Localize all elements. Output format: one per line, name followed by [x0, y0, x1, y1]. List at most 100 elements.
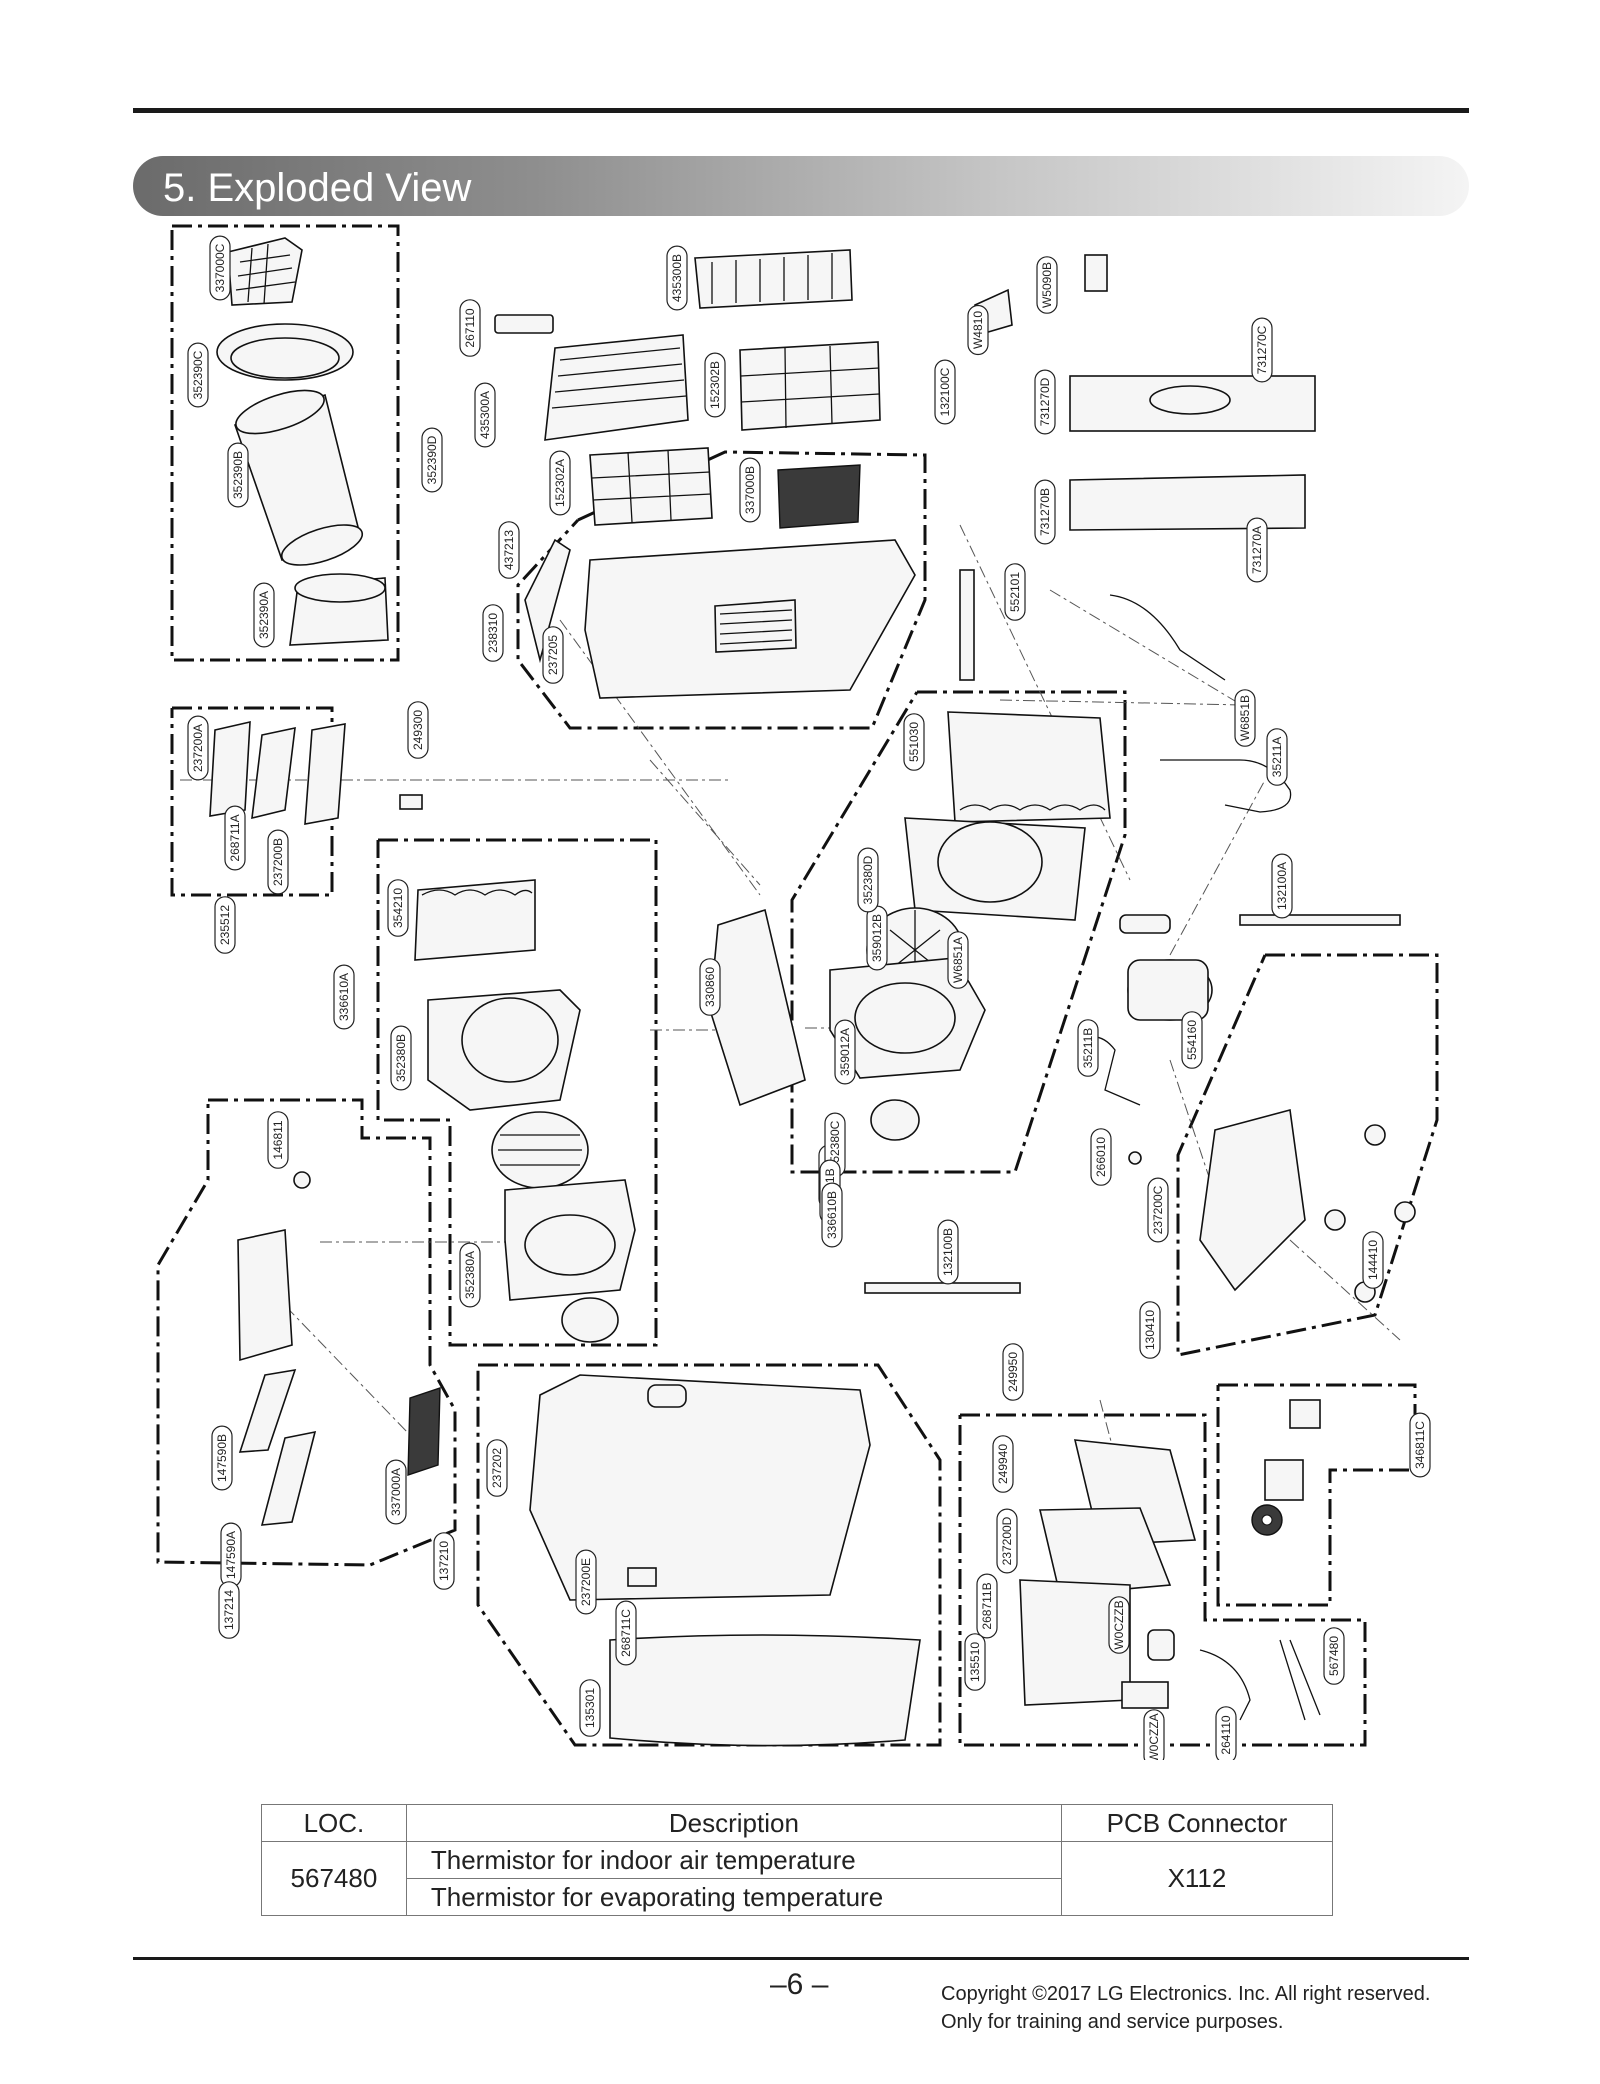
pcb-holder-c-part [304, 723, 346, 825]
part-label: 437213 [498, 521, 520, 579]
part-label-text: 147590A [224, 1531, 238, 1579]
brace-b-part [864, 1282, 1021, 1294]
part-label-text: 144410 [1366, 1240, 1380, 1280]
part-label: 352380B [390, 1025, 412, 1091]
part-label: 567480 [1323, 1627, 1345, 1685]
part-label-bubble [903, 713, 925, 771]
part-label-bubble [474, 382, 496, 448]
lower-filter-b-part [739, 341, 881, 431]
group-outline-base [1176, 953, 1439, 1357]
part-label: 552101 [1004, 563, 1026, 621]
base-pan-part [1199, 1108, 1306, 1292]
part-label-text: 359012B [870, 914, 884, 962]
part-label: 152302B [704, 352, 726, 418]
part-label: 352390C [187, 342, 209, 408]
part-label-text: 35211B [1081, 1028, 1095, 1068]
part-label: 336610A [333, 964, 355, 1030]
group-outline-pcb-holders [170, 706, 334, 897]
part-label: 731270A [1246, 517, 1268, 583]
part-label-bubble [857, 847, 879, 913]
part-label-bubble [333, 964, 355, 1030]
part-label-text: 336610B [825, 1191, 839, 1239]
part-label-text: 264110 [1219, 1715, 1233, 1754]
part-label: 152302A [549, 450, 571, 516]
part-label-text: 130410 [1143, 1310, 1157, 1350]
part-label-text: 132100C [938, 367, 952, 416]
part-label-bubble [486, 1439, 508, 1497]
part-label: 132100B [937, 1219, 959, 1285]
part-label-bubble [209, 235, 231, 301]
group-outline-drain [1216, 1383, 1417, 1607]
caster-a-part [1364, 1124, 1386, 1146]
part-label-text: 352380B [394, 1034, 408, 1082]
part-label-text: 235512 [218, 905, 232, 945]
part-label-text: W5090B [1040, 262, 1054, 308]
part-label-bubble [704, 352, 726, 418]
part-label: 337000C [209, 235, 231, 301]
table-row: Thermistor for evaporating temperature [262, 1878, 1333, 1916]
part-label-text: 237202 [490, 1448, 504, 1488]
part-label-text: 437213 [502, 530, 516, 570]
part-label: 237202 [486, 1439, 508, 1497]
part-label-text: 352380C [828, 1120, 842, 1169]
grille-mesh-part [407, 1387, 441, 1476]
part-label-text: 146811 [271, 1120, 285, 1159]
part-label: 352380D [857, 847, 879, 913]
pcb-holder-b-part [251, 726, 296, 820]
part-label-text: 268711A [228, 814, 242, 861]
part-label: 352390D [421, 427, 443, 493]
part-label-bubble [214, 896, 236, 954]
part-label: 352390A [253, 582, 275, 648]
condenser-coil-part [414, 879, 536, 961]
part-label-bubble [615, 1600, 637, 1666]
part-label: 267110 [459, 299, 481, 357]
section-banner: 5. Exploded View [133, 156, 1469, 216]
part-label: 147590A [220, 1522, 242, 1588]
description-cell: Thermistor for evaporating temperature [405, 1878, 1062, 1916]
drain-pump-part [1289, 1399, 1321, 1429]
part-label-bubble [1234, 689, 1256, 747]
part-label: W0CZZB [1108, 1596, 1130, 1654]
part-label-bubble [1246, 517, 1268, 583]
part-label-text: W6851A [951, 937, 965, 983]
part-label-text: 268711B [980, 1582, 994, 1629]
part-label: 147590B [211, 1425, 233, 1491]
part-label: 359012A [834, 1019, 856, 1085]
connector-part [399, 794, 423, 810]
part-label-bubble [1036, 256, 1058, 314]
side-panel-part [524, 538, 571, 664]
part-label-bubble [739, 457, 761, 523]
window-kit-b-part [1069, 474, 1306, 531]
part-label-bubble [542, 626, 564, 684]
part-label: W6851A [947, 931, 969, 989]
power-cord-part [1199, 1649, 1251, 1721]
part-label-text: 336610A [337, 973, 351, 1021]
brace-a-part [1239, 914, 1401, 926]
part-label-text: 249950 [1006, 1352, 1020, 1392]
part-label-bubble [964, 1633, 986, 1691]
part-label-text: 731270B [1038, 488, 1052, 536]
part-label: W4810 [967, 304, 989, 356]
part-label: 135301 [579, 1679, 601, 1737]
part-label: 352390B [227, 442, 249, 508]
part-label-bubble [498, 521, 520, 579]
part-label-bubble [211, 1425, 233, 1491]
part-label-bubble [992, 1435, 1014, 1493]
part-label-text: 352380A [463, 1251, 477, 1299]
dryer-part [1119, 914, 1171, 934]
part-label-text: 352390A [257, 591, 271, 639]
part-label: 35211A [1266, 728, 1288, 786]
cover-a-part [260, 1430, 317, 1526]
relay-part [1121, 1681, 1169, 1709]
part-label-bubble [187, 715, 209, 781]
part-label: 235512 [214, 896, 236, 954]
part-label-text: 137214 [222, 1590, 236, 1630]
part-label: W6851B [1234, 689, 1256, 747]
part-label: 268711C [615, 1600, 637, 1666]
part-label-bubble [1139, 1301, 1161, 1359]
part-label-text: 731270A [1250, 526, 1264, 574]
group-outline-electrical [958, 1413, 1367, 1747]
fan-motor-a-part [561, 1297, 619, 1343]
bottom-rule [133, 1957, 1469, 1960]
exploded-view-diagram: 337000C 352390C 352390B 352390A 352390D 26711… [156, 224, 1439, 1760]
